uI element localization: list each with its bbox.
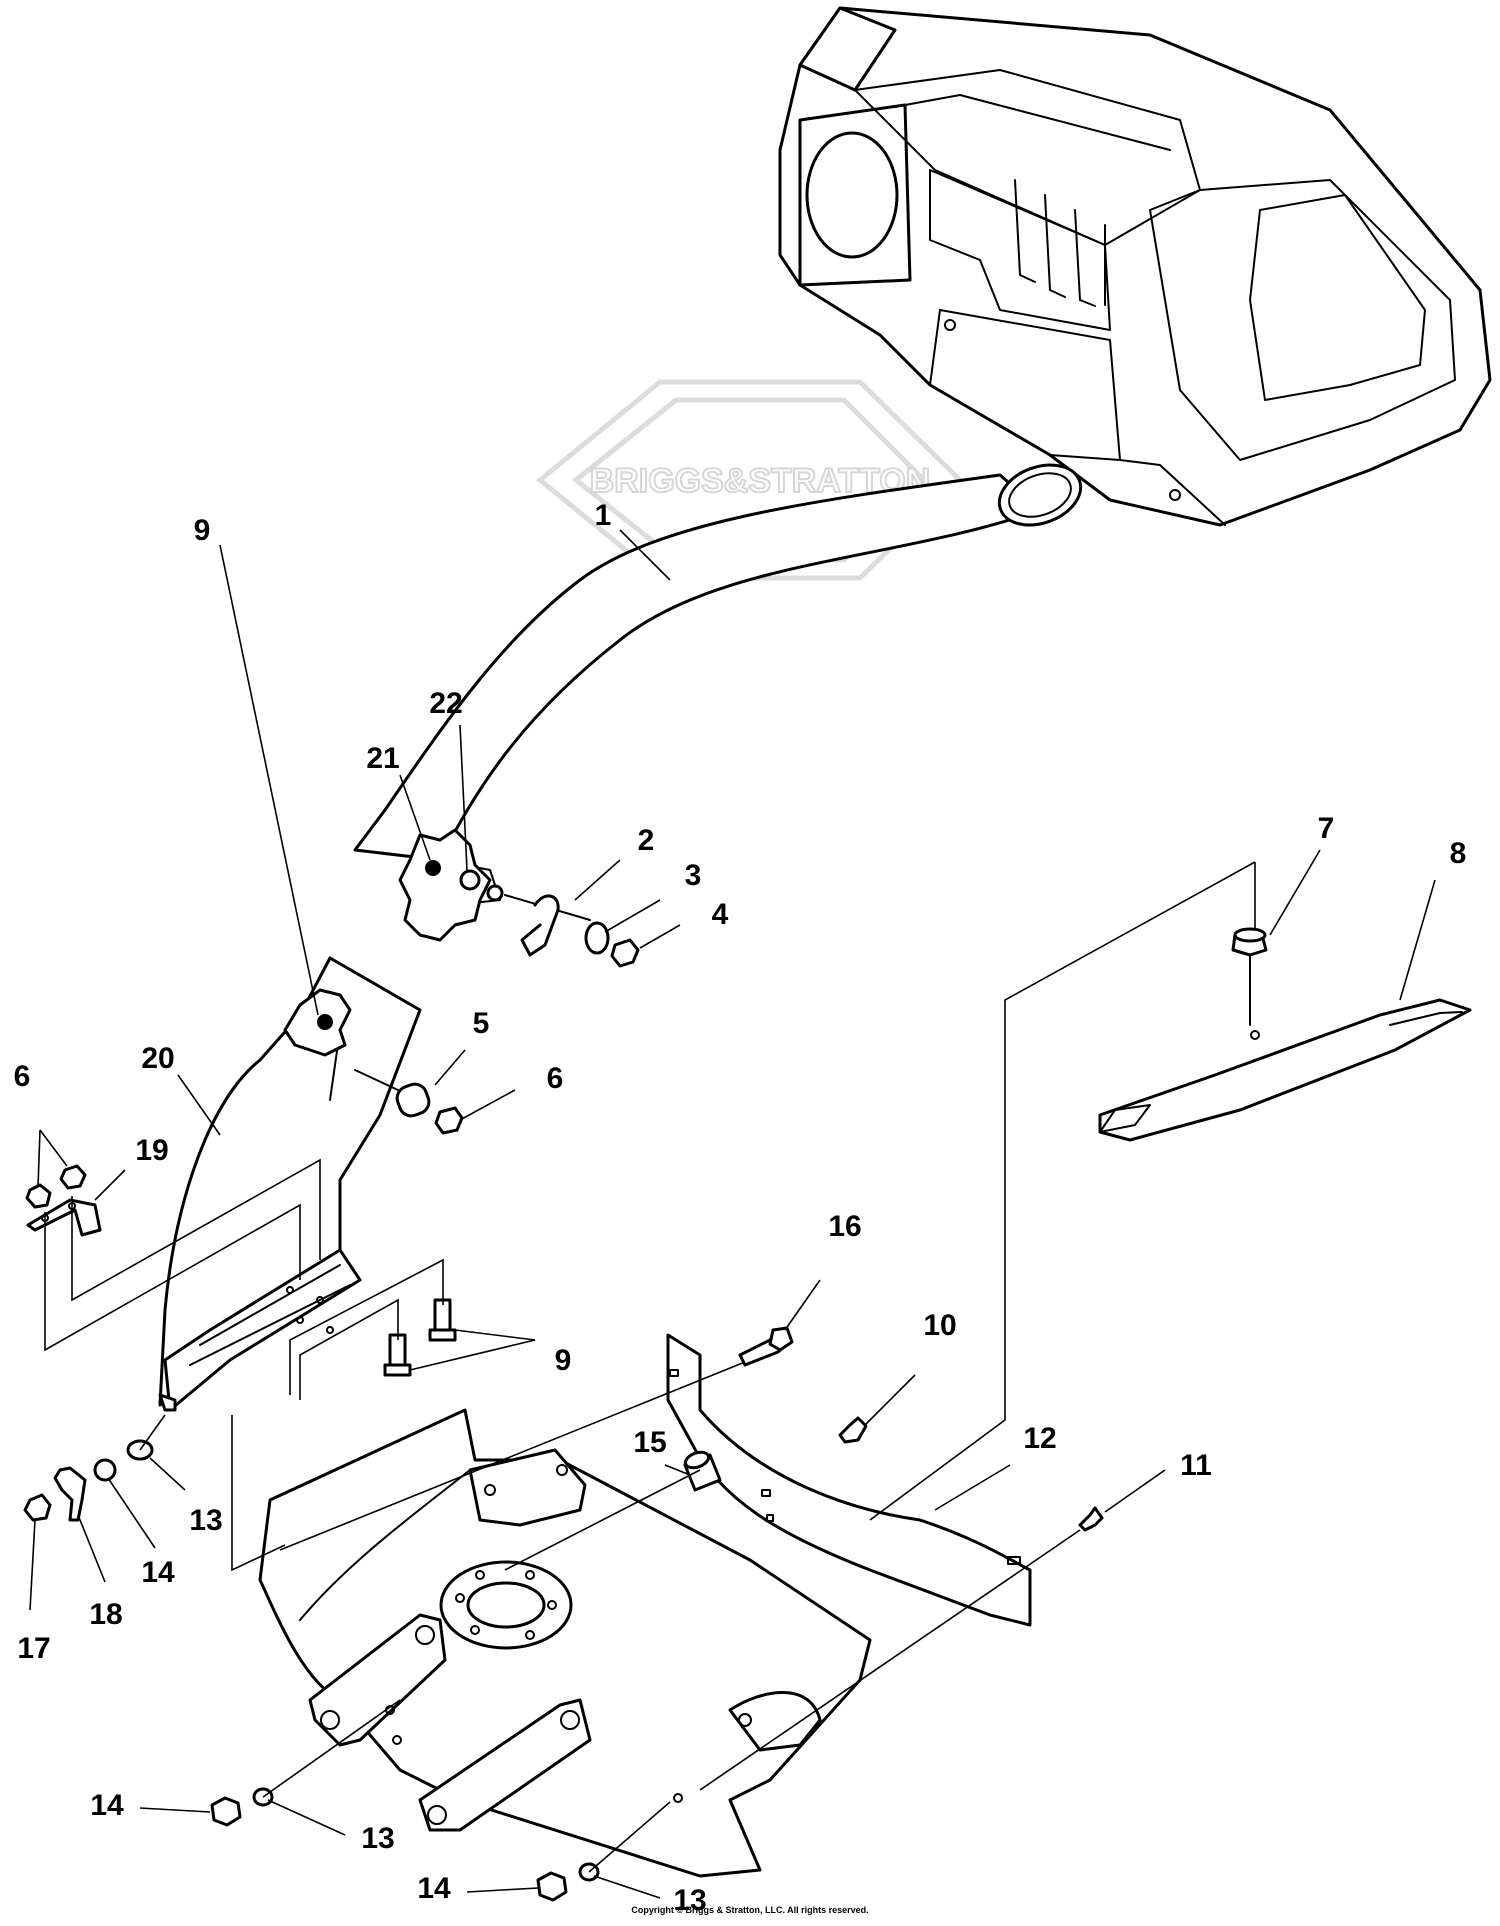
cutter-blade: [1098, 927, 1472, 1142]
callout-9-bolts: 9: [555, 1344, 572, 1377]
left-side-hardware: [23, 1439, 154, 1522]
assembly-lines: [44, 861, 1256, 1873]
adjustment-knob: [398, 828, 504, 942]
callout-labels: 1 2 3 4 5 6 6 7 8 9 9 10 11 12 13 13 13 …: [14, 499, 1467, 1917]
callout-5: 5: [473, 1007, 490, 1040]
hinge-pin-hardware: [504, 894, 640, 968]
engine-cover: [778, 6, 1492, 527]
callout-13-bottom: 13: [673, 1884, 706, 1917]
watermark: BRIGGS&STRATTON: [536, 379, 964, 581]
callout-3: 3: [685, 859, 702, 892]
brace-fasteners: [683, 1326, 1104, 1532]
deflector-brace: [666, 1333, 1032, 1627]
callout-8: 8: [1450, 837, 1467, 870]
callout-14-bottom: 14: [417, 1872, 451, 1905]
discharge-tube: [353, 463, 1083, 907]
callout-4: 4: [712, 898, 729, 931]
watermark-text: BRIGGS&STRATTON: [590, 462, 931, 500]
callout-13-left: 13: [189, 1504, 222, 1537]
callout-10: 10: [923, 1309, 956, 1342]
callout-14-mid: 14: [90, 1789, 124, 1822]
callout-16: 16: [828, 1210, 861, 1243]
callout-2: 2: [638, 824, 655, 857]
callout-7: 7: [1318, 812, 1335, 845]
callout-11: 11: [1180, 1449, 1212, 1482]
callout-18: 18: [89, 1598, 122, 1631]
callout-1: 1: [595, 499, 612, 532]
chute-bolts: [383, 1298, 457, 1377]
callout-6-nut: 6: [547, 1062, 564, 1095]
callout-14-left: 14: [141, 1556, 175, 1589]
callout-15: 15: [633, 1426, 666, 1459]
copyright-notice: Copyright © Briggs & Stratton, LLC. All …: [631, 1905, 869, 1915]
spacer-and-nut: [354, 1069, 464, 1135]
bracket-and-nuts: [25, 1164, 102, 1237]
callout-22: 22: [429, 687, 462, 720]
callout-13-mid: 13: [361, 1822, 394, 1855]
callout-20: 20: [141, 1042, 174, 1075]
callout-19: 19: [135, 1134, 168, 1167]
callout-21: 21: [366, 742, 399, 775]
callout-17: 17: [17, 1632, 50, 1665]
wheel-brackets: [308, 1613, 683, 1832]
callout-9-knob: 9: [194, 514, 211, 547]
callout-12: 12: [1023, 1422, 1056, 1455]
callout-leaders: [29, 529, 1436, 1899]
callout-6-bracket: 6: [14, 1060, 31, 1093]
